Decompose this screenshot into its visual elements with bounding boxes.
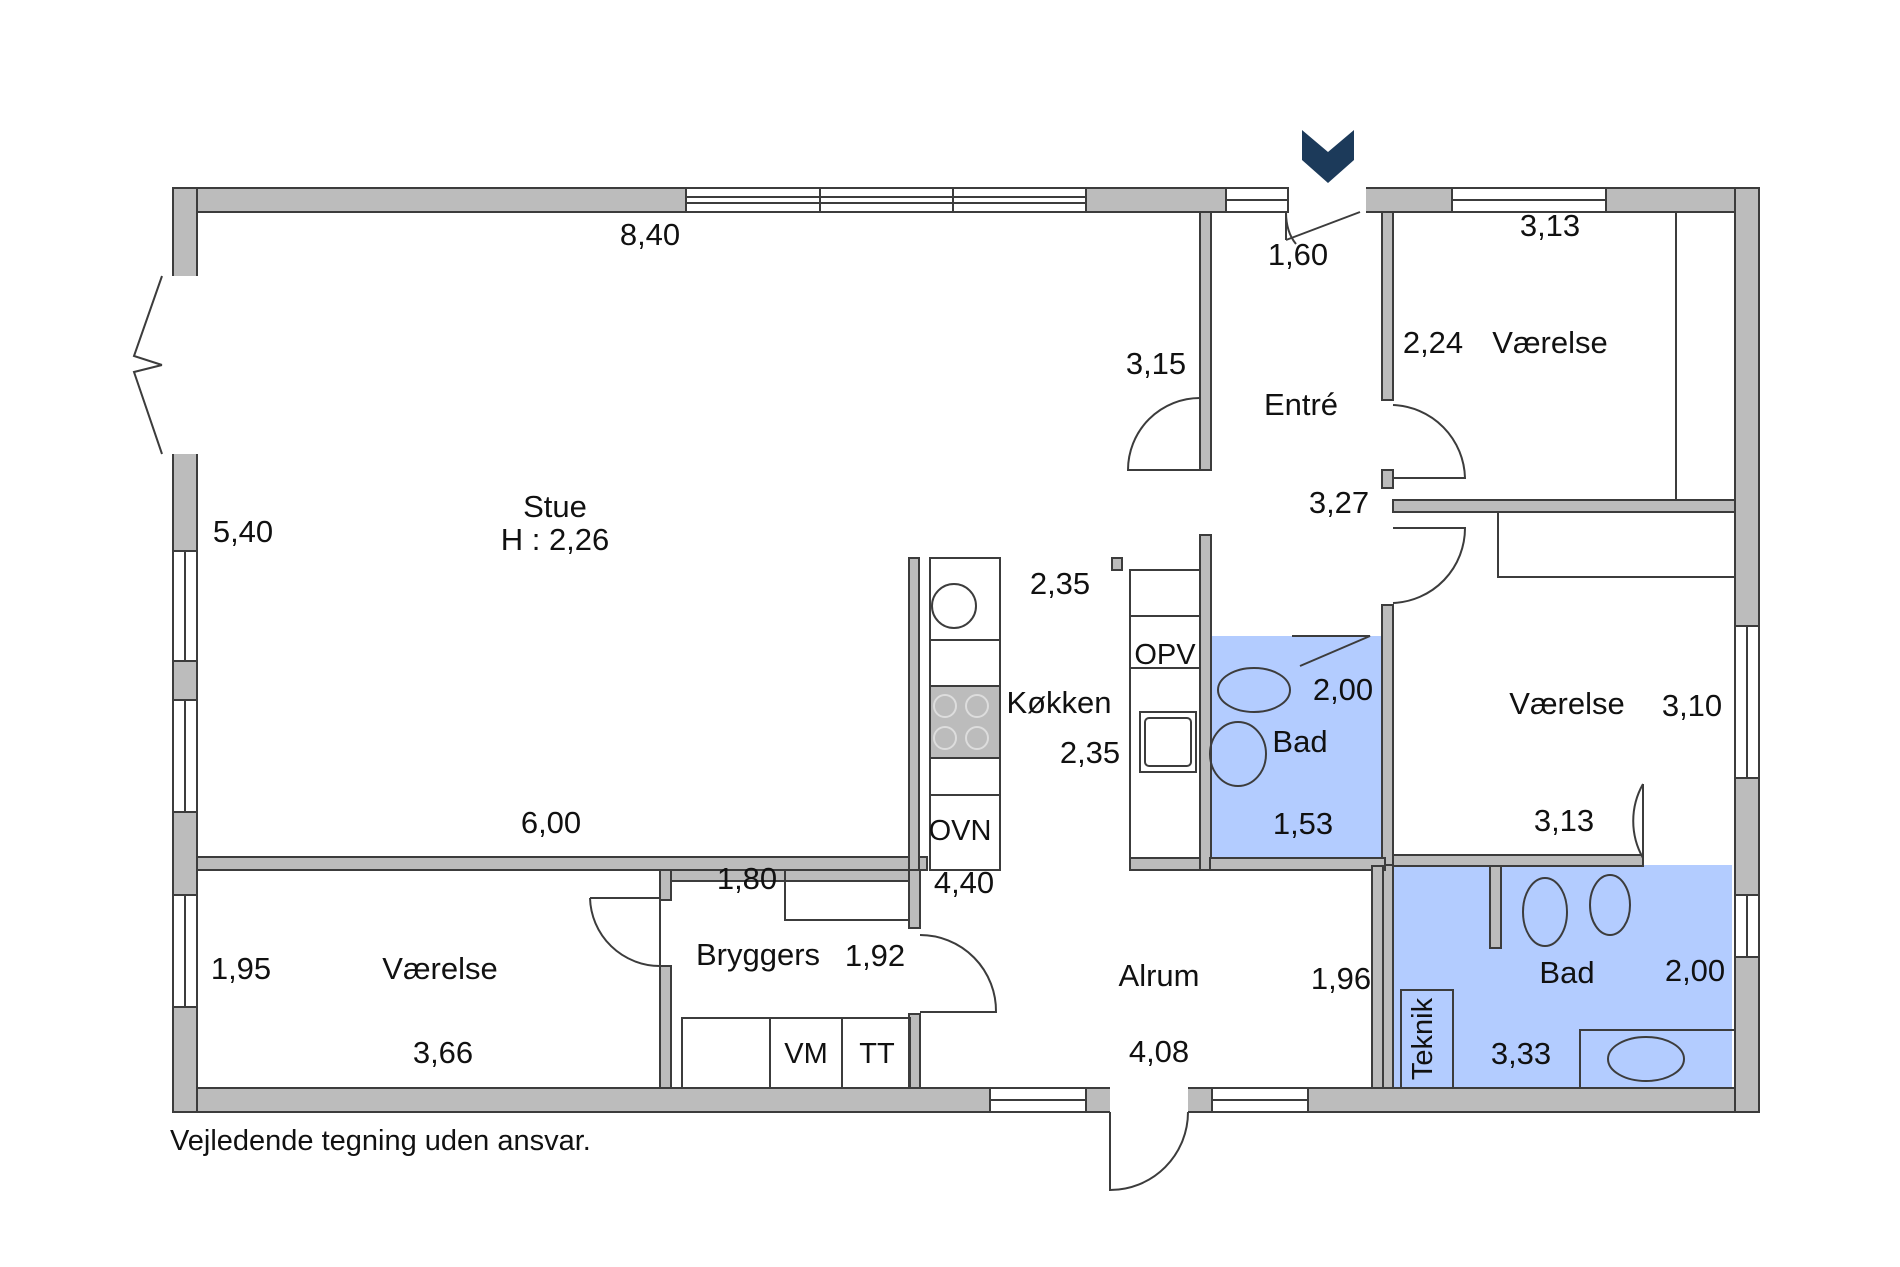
vaerelse-sw-dim-left: 1,95 xyxy=(211,951,271,986)
room-labels: Stue H : 2,26 8,40 5,40 6,00 3,15 Entré … xyxy=(211,208,1725,1071)
koekken-dim-top: 2,35 xyxy=(1030,566,1090,601)
koekken-dim-bottom: 4,40 xyxy=(934,865,994,900)
bryggers-dim-top: 1,80 xyxy=(717,861,777,896)
teknik-label: Teknik xyxy=(1407,997,1439,1080)
stue-dim-bottom: 6,00 xyxy=(521,805,581,840)
bryggers-name: Bryggers xyxy=(696,937,820,972)
vm-label: VM xyxy=(784,1038,828,1070)
opv-label: OPV xyxy=(1134,639,1196,671)
bad2-name: Bad xyxy=(1539,955,1594,990)
alrum-name: Alrum xyxy=(1119,958,1200,993)
tt-label: TT xyxy=(859,1038,895,1070)
alrum-dim-bottom: 4,08 xyxy=(1129,1034,1189,1069)
vaerelse-ne-dim-top: 3,13 xyxy=(1520,208,1580,243)
door-swings xyxy=(132,211,1644,1192)
koekken-name: Køkken xyxy=(1006,685,1111,720)
alrum-dim-right: 1,96 xyxy=(1311,961,1371,996)
vaerelse-sw-dim-bottom: 3,66 xyxy=(413,1035,473,1070)
entre-dim-right: 3,27 xyxy=(1309,485,1369,520)
bad1-floor xyxy=(1211,636,1382,858)
bad2-dim-right: 2,00 xyxy=(1665,953,1725,988)
vaerelse-sw-name: Værelse xyxy=(382,951,497,986)
bad1-dim-right: 2,00 xyxy=(1313,672,1373,707)
vaerelse-e-name: Værelse xyxy=(1509,686,1624,721)
bryggers-dim-right: 1,92 xyxy=(845,938,905,973)
vaerelse-e-dim-bottom: 3,13 xyxy=(1534,803,1594,838)
bad2-floor xyxy=(1391,865,1732,1088)
bad2-dim-bottom: 3,33 xyxy=(1491,1036,1551,1071)
windows xyxy=(172,187,1760,1113)
chevron-down-icon xyxy=(1302,130,1354,183)
stue-dim-top: 8,40 xyxy=(620,217,680,252)
stue-name: Stue xyxy=(523,489,587,524)
fixtures xyxy=(681,211,1736,1089)
ovn-label: OVN xyxy=(929,815,992,847)
wall-openings xyxy=(162,180,1366,1120)
vaerelse-ne-dim-left: 2,24 xyxy=(1403,325,1463,360)
entre-name: Entré xyxy=(1264,387,1338,422)
fan-icon xyxy=(931,583,977,629)
stue-dim-right: 3,15 xyxy=(1126,346,1186,381)
stue-dim-left: 5,40 xyxy=(213,514,273,549)
fixture-labels: OPV OVN VM TT Teknik xyxy=(784,639,1439,1080)
bad1-dim-bottom: 1,53 xyxy=(1273,806,1333,841)
vaerelse-ne-name: Værelse xyxy=(1492,325,1607,360)
stue-height: H : 2,26 xyxy=(501,522,610,557)
bad1-name: Bad xyxy=(1272,724,1327,759)
vaerelse-e-dim-right: 3,10 xyxy=(1662,688,1722,723)
entre-dim-top: 1,60 xyxy=(1268,237,1328,272)
koekken-dim-side: 2,35 xyxy=(1060,735,1120,770)
disclaimer-text: Vejledende tegning uden ansvar. xyxy=(170,1125,591,1157)
interior-walls xyxy=(196,211,1736,1089)
